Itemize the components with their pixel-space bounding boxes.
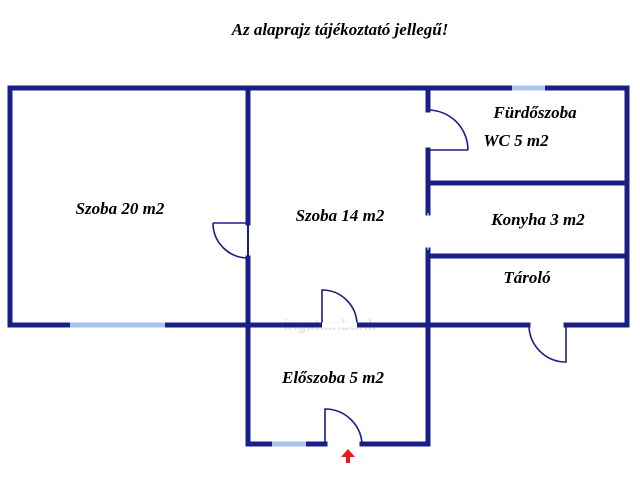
room-label-konyha: Konyha 3 m2	[490, 210, 585, 229]
doors	[212, 109, 567, 445]
room-label-tarolo: Tároló	[503, 268, 550, 287]
door-tarolo	[528, 324, 567, 363]
room-label-wc: WC 5 m2	[483, 131, 549, 150]
disclaimer-note: Az alaprajz tájékoztató jellegű!	[231, 20, 449, 39]
entrance-arrow-icon	[341, 449, 355, 463]
room-label-furdoszoba: Fürdőszoba	[492, 103, 577, 122]
room-label-eloszoba: Előszoba 5 m2	[281, 368, 385, 387]
door-szoba14-eloszoba	[321, 289, 358, 328]
walls	[7, 85, 630, 447]
door-szoba20-szoba14	[212, 222, 249, 259]
door-entrance	[324, 408, 363, 445]
windows	[70, 85, 545, 447]
room-label-szoba-20: Szoba 20 m2	[76, 199, 165, 218]
door-szoba14-furdo	[427, 109, 469, 151]
room-label-szoba-14: Szoba 14 m2	[296, 206, 385, 225]
